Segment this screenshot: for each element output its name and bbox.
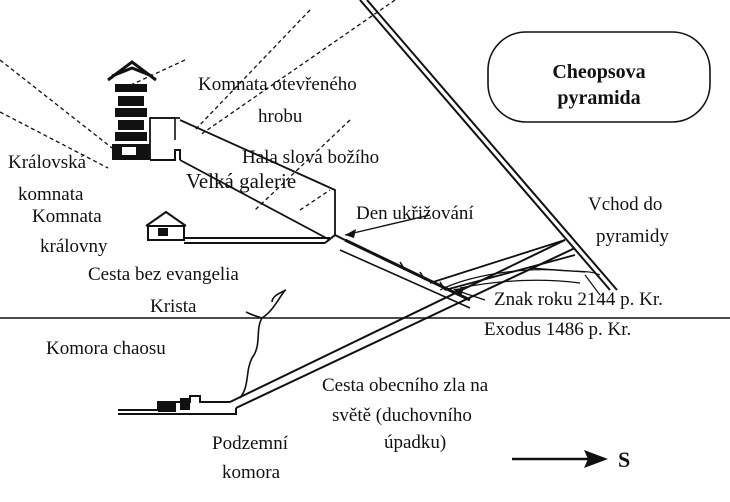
label-underground-chamber-1: Podzemní	[212, 433, 289, 454]
label-path-without-gospel-2: Krista	[150, 296, 197, 317]
label-queens-chamber-2: královny	[40, 236, 108, 257]
label-path-general-evil-1: Cesta obecního zla na	[322, 375, 489, 396]
label-path-general-evil-2: světě (duchovního	[332, 405, 472, 426]
chaos-shaft	[239, 289, 287, 399]
label-entrance-2: pyramidy	[596, 226, 669, 247]
label-crucifixion-day: Den ukřižování	[356, 203, 474, 224]
label-queens-chamber-1: Komnata	[32, 206, 102, 227]
title-line-2: pyramida	[557, 87, 640, 109]
direction-indicator: S	[512, 447, 630, 472]
kings-chamber-tower	[107, 60, 181, 161]
label-sign-of-year: Znak roku 2144 p. Kr.	[494, 289, 663, 310]
diagram-labels: Komnata otevřeného hrobu Hala slova boží…	[8, 74, 669, 483]
label-chamber-of-chaos: Komora chaosu	[46, 338, 166, 359]
underground-chamber	[118, 395, 237, 415]
pyramid-outline	[0, 0, 730, 319]
label-hall-word-of-god: Hala slova božího	[242, 147, 379, 168]
label-grand-gallery: Velká galerie	[186, 169, 296, 193]
queens-chamber	[145, 210, 330, 244]
label-underground-chamber-2: komora	[222, 462, 281, 483]
label-exodus: Exodus 1486 p. Kr.	[484, 319, 631, 340]
descending-passage	[229, 239, 576, 409]
grand-gallery	[149, 117, 336, 241]
title-box: Cheopsova pyramida	[487, 31, 711, 123]
arrow-head-icon	[584, 450, 608, 468]
label-path-without-gospel-1: Cesta bez evangelia	[88, 264, 239, 285]
label-kings-chamber-2: komnata	[18, 184, 84, 205]
label-entrance-1: Vchod do	[588, 194, 662, 215]
direction-label: S	[618, 447, 630, 472]
label-open-tomb-2: hrobu	[258, 106, 303, 127]
pointer-arrows	[344, 214, 601, 301]
title-line-1: Cheopsova	[552, 61, 645, 83]
label-open-tomb-1: Komnata otevřeného	[198, 74, 357, 95]
label-path-general-evil-3: úpadku)	[384, 432, 446, 453]
label-kings-chamber-1: Královská	[8, 152, 87, 173]
ascending-passage	[324, 233, 601, 309]
